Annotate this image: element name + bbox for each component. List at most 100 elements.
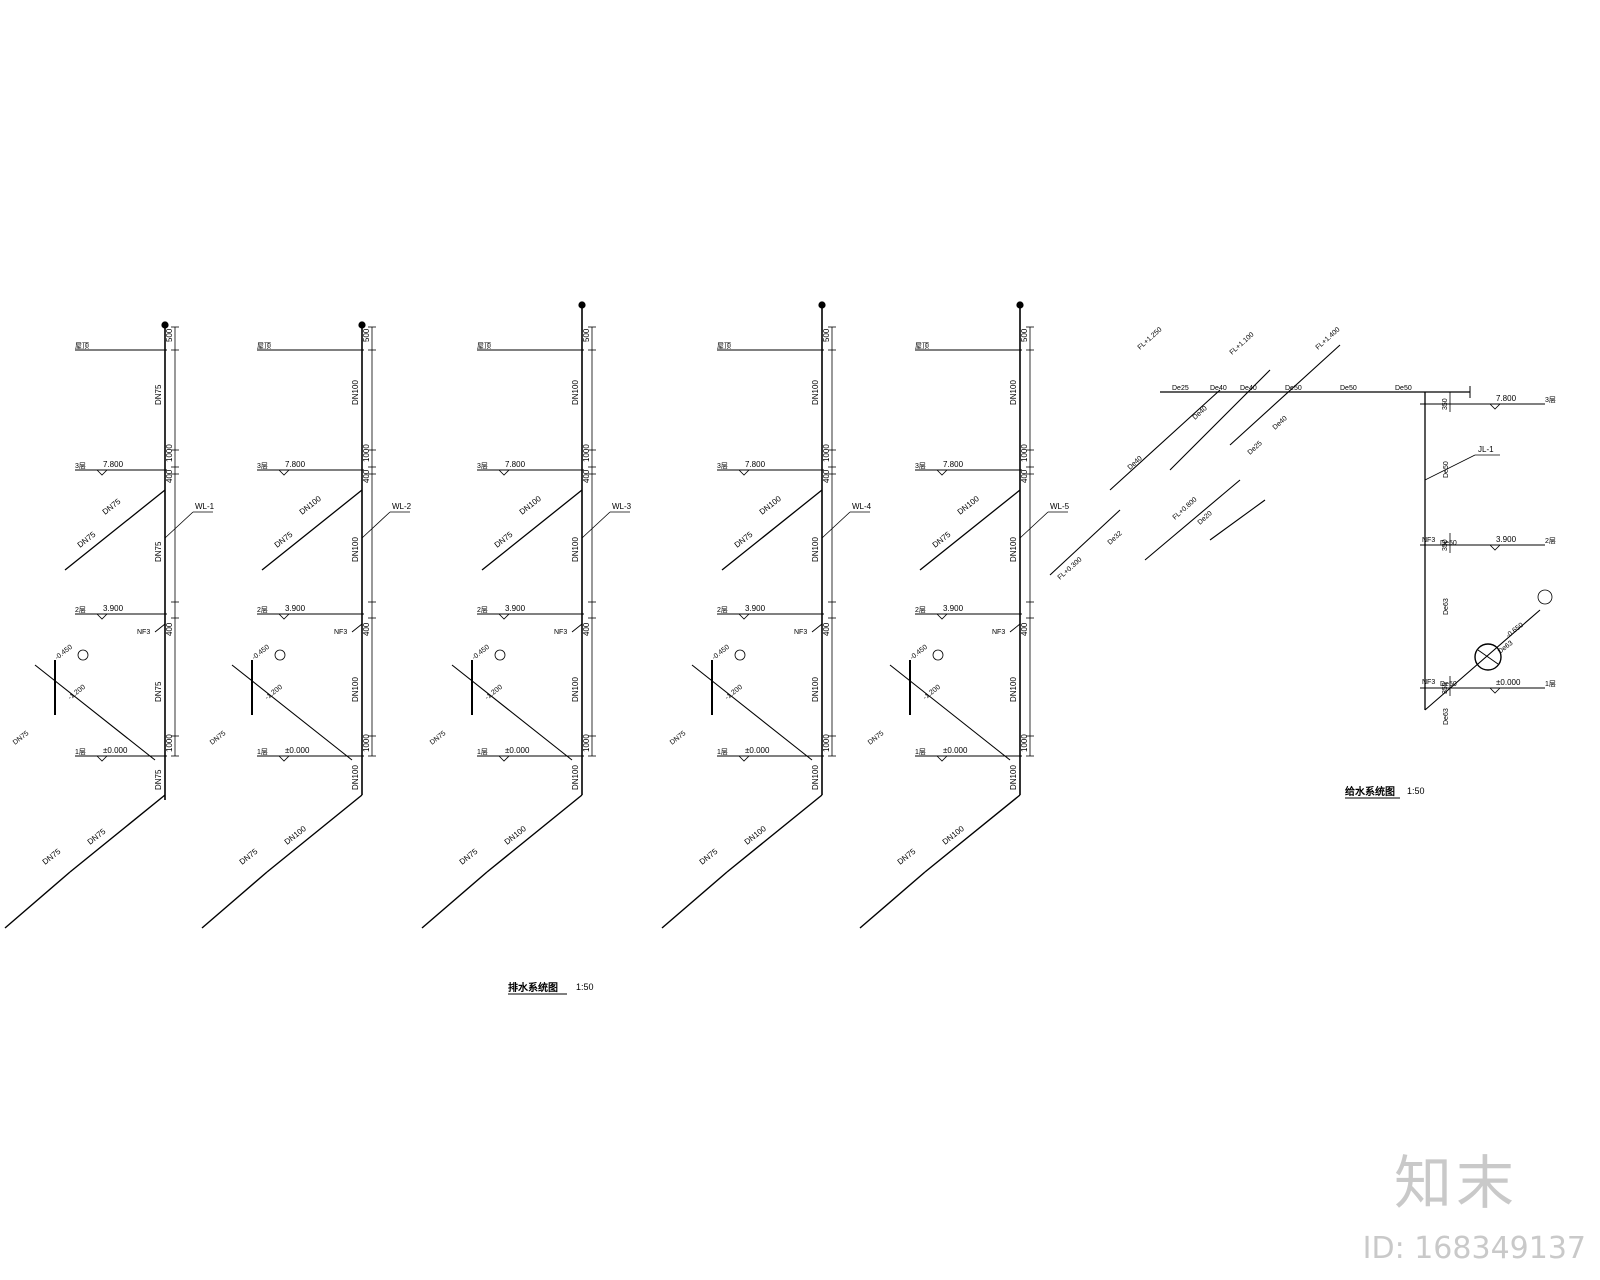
- riser-size-label: DN100: [571, 537, 580, 562]
- floor-branch-size: DN75: [12, 730, 30, 747]
- supply-dim-label: 350: [1442, 398, 1449, 410]
- branch-pipe-3f: [64, 489, 166, 571]
- dim-label-1000: 1000: [582, 734, 591, 752]
- dim-label-500: 500: [362, 328, 371, 342]
- supply-elev-value: ±0.000: [1496, 678, 1521, 687]
- vent-cap-icon: [1016, 301, 1024, 309]
- floor-branch-size: DN75: [867, 730, 885, 747]
- floor-label: 3层: [75, 462, 86, 470]
- outlet-size-label: DN75: [698, 847, 720, 867]
- outlet-pipe: [859, 871, 926, 929]
- elevation-value: ±0.000: [103, 746, 128, 755]
- supply-size-label: De40: [1192, 405, 1209, 421]
- supply-size-label: De63: [1443, 708, 1450, 725]
- riser-tag-leader: [1019, 511, 1049, 539]
- riser-size-label: DN75: [154, 384, 163, 405]
- elevation-value: ±0.000: [943, 746, 968, 755]
- branch-tick: [1009, 623, 1021, 633]
- elevation-value: ±0.000: [285, 746, 310, 755]
- floor-label: 2层: [717, 606, 728, 614]
- dim-label-400: 400: [1020, 622, 1029, 636]
- outlet-size-label: DN75: [41, 847, 63, 867]
- floor-label: 3层: [257, 462, 268, 470]
- elevation-marker-icon: [1489, 544, 1501, 551]
- supply-floor-label: 2层: [1545, 537, 1556, 545]
- supply-size-label: De50: [1285, 385, 1302, 392]
- supply-size-label: De40: [1210, 385, 1227, 392]
- supply-branch-pipe: [1049, 509, 1121, 576]
- supply-caption-scale: 1:50: [1407, 786, 1425, 796]
- branch-size-label: DN75: [101, 497, 123, 517]
- dim-label-1000: 1000: [582, 444, 591, 462]
- dim-label-1000: 1000: [1020, 734, 1029, 752]
- elevation-marker-icon: [738, 755, 750, 762]
- riser-size-label: DN100: [811, 677, 820, 702]
- branch-tick: [571, 623, 583, 633]
- floor-label: 1层: [915, 748, 926, 756]
- riser-size-label: DN100: [1009, 537, 1018, 562]
- supply-elev-value: 3.900: [1496, 535, 1517, 544]
- riser-size-label: DN100: [811, 537, 820, 562]
- riser-size-label: DN100: [351, 537, 360, 562]
- dim-label-400: 400: [822, 469, 831, 483]
- elev-neg-label: -0.450: [711, 644, 731, 662]
- branch-pipe-3f: [481, 489, 583, 571]
- dim-label-1000: 1000: [822, 444, 831, 462]
- elev-neg-label: -1.200: [922, 684, 942, 702]
- riser-tag-leader: [581, 511, 611, 539]
- drain-riser-4: 50010004004001000DN100DN100DN100DN100屋顶3…: [661, 301, 872, 929]
- supply-size-label: De63: [1443, 598, 1450, 615]
- elev-neg-label: -0.450: [251, 644, 271, 662]
- elevation-marker-icon: [96, 755, 108, 762]
- section-mark-icon: [494, 649, 506, 661]
- riser-size-label: DN100: [571, 765, 580, 790]
- elevation-value: 7.800: [505, 460, 526, 469]
- branch-pipe-3f: [261, 489, 363, 571]
- supply-elev-neg: -0.650: [1505, 622, 1525, 640]
- elevation-marker-icon: [936, 469, 948, 476]
- dim-label-1000: 1000: [822, 734, 831, 752]
- dim-label-400: 400: [582, 622, 591, 636]
- outlet-pipe: [266, 794, 363, 873]
- dim-label-500: 500: [582, 328, 591, 342]
- supply-branch-pipe: [1209, 499, 1266, 541]
- dim-label-1000: 1000: [165, 734, 174, 752]
- elevation-value: 7.800: [745, 460, 766, 469]
- supply-elev-value: 7.800: [1496, 394, 1517, 403]
- supply-inlet-pipe: [1424, 609, 1541, 711]
- dim-label-400: 400: [362, 622, 371, 636]
- riser-size-label: DN100: [351, 677, 360, 702]
- outlet-size-label: DN100: [283, 824, 309, 847]
- supply-size-label: De40: [1272, 415, 1289, 431]
- riser-size-label: DN75: [154, 681, 163, 702]
- floor-branch-pipe: [34, 664, 156, 761]
- vent-cap-icon: [818, 301, 826, 309]
- elev-neg-label: -1.200: [264, 684, 284, 702]
- elevation-value: 3.900: [505, 604, 526, 613]
- drain-caption-scale: 1:50: [576, 982, 594, 992]
- section-mark-icon: [77, 649, 89, 661]
- riser-size-label: DN100: [1009, 380, 1018, 405]
- dim-label-500: 500: [1020, 328, 1029, 342]
- floor-label: 1层: [75, 748, 86, 756]
- elevation-value: ±0.000: [505, 746, 530, 755]
- riser-tag-label: WL-2: [392, 502, 412, 511]
- floor-branch-size: DN75: [429, 730, 447, 747]
- riser-size-label: DN100: [351, 380, 360, 405]
- nf-label: NF3: [334, 629, 347, 636]
- outlet-size-label: DN75: [458, 847, 480, 867]
- drain-riser-2: 50010004004001000DN100DN100DN100DN100屋顶3…: [201, 321, 412, 929]
- elevation-marker-icon: [1489, 687, 1501, 694]
- section-mark-icon: [274, 649, 286, 661]
- outlet-size-label: DN75: [238, 847, 260, 867]
- section-mark-icon: [734, 649, 746, 661]
- elevation-marker-icon: [936, 755, 948, 762]
- riser-size-label: DN100: [811, 380, 820, 405]
- fixture-elev-label: FL+1.250: [1137, 326, 1164, 351]
- elevation-marker-icon: [278, 613, 290, 620]
- supply-branch-pipe: [1169, 369, 1271, 471]
- riser-size-label: DN100: [1009, 677, 1018, 702]
- riser-size-label: DN100: [811, 765, 820, 790]
- riser-size-label: DN100: [571, 677, 580, 702]
